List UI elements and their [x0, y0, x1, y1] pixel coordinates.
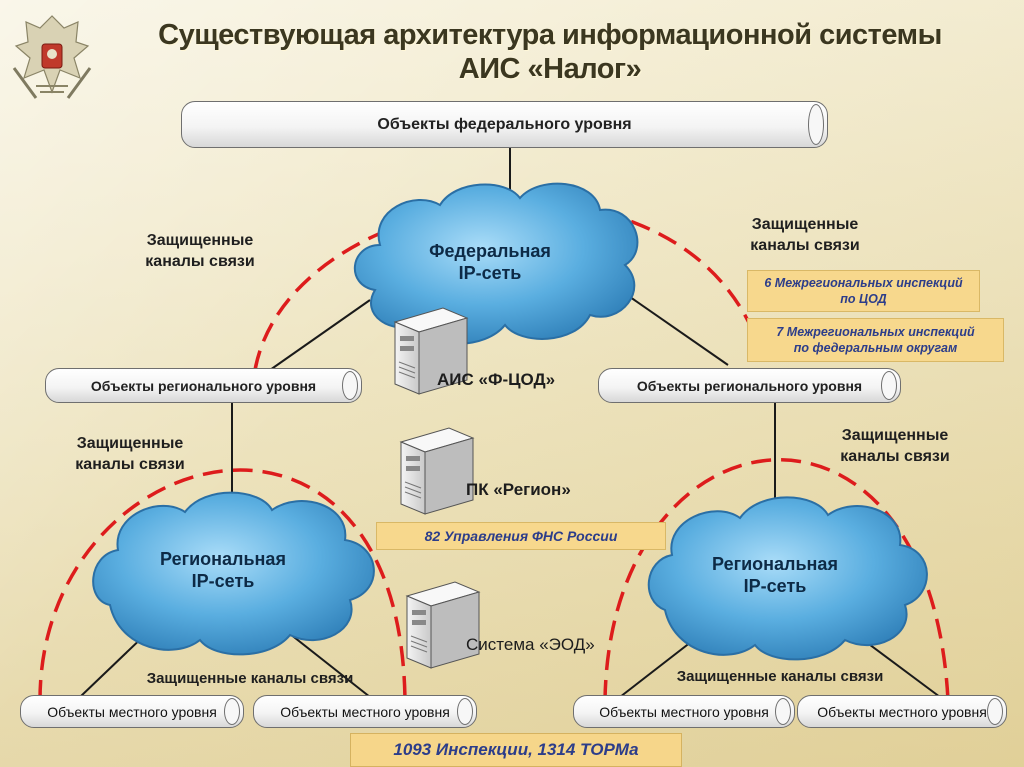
cloud-line: IP-сеть	[743, 576, 807, 596]
secure-channels-label-bottom-right: Защищенные каналы связи	[676, 668, 884, 685]
pipe-cap	[881, 371, 897, 400]
server-label-eod: Система «ЭОД»	[466, 635, 595, 654]
local-objects-bar: Объекты местного уровня	[20, 695, 244, 728]
label-line: каналы связи	[750, 237, 860, 254]
local-objects-label: Объекты местного уровня	[599, 703, 769, 720]
pipe-cap	[987, 698, 1003, 725]
federal-objects-label: Объекты федерального уровня	[377, 115, 632, 133]
secure-channels-label-bottom-left: Защищенные каналы связи	[146, 670, 354, 687]
secure-channels-label-top-left: Защищенные каналы связи	[120, 230, 280, 272]
server-icon-eod	[405, 581, 481, 669]
local-objects-bar: Объекты местного уровня	[797, 695, 1007, 728]
cloud-line: Региональная	[160, 549, 286, 569]
note-interregional-fed: 7 Межрегиональных инспекций по федеральн…	[747, 318, 1004, 362]
local-objects-label: Объекты местного уровня	[817, 703, 987, 720]
note-line: по федеральным округам	[793, 341, 958, 355]
cloud-line: Федеральная	[429, 241, 551, 261]
cloud-line: IP-сеть	[191, 571, 255, 591]
regional-cloud-left	[92, 491, 375, 656]
coat-of-arms-emblem	[12, 15, 92, 99]
regional-cloud-left-label: Региональная IP-сеть	[133, 548, 313, 592]
cloud-line: Региональная	[712, 554, 838, 574]
regional-objects-bar-right: Объекты регионального уровня	[598, 368, 901, 403]
pipe-cap	[775, 698, 791, 725]
local-objects-bar: Объекты местного уровня	[253, 695, 477, 728]
federal-objects-bar: Объекты федерального уровня	[181, 101, 828, 148]
note-line: по ЦОД	[840, 292, 887, 306]
title-line-1: Существующая архитектура информационной …	[158, 19, 942, 51]
pipe-cap	[808, 104, 824, 145]
bottom-note-text: 1093 Инспекции, 1314 ТОРМа	[393, 740, 639, 759]
local-objects-label: Объекты местного уровня	[47, 703, 217, 720]
server-icon-f-cod	[393, 307, 469, 395]
server-label-region: ПК «Регион»	[466, 480, 571, 499]
label-line: каналы связи	[840, 448, 950, 465]
title-line-2: АИС «Налог»	[458, 53, 642, 85]
local-objects-bar: Объекты местного уровня	[573, 695, 795, 728]
bottom-inspections-note: 1093 Инспекции, 1314 ТОРМа	[350, 733, 682, 767]
server-label-f-cod: АИС «Ф-ЦОД»	[437, 370, 556, 389]
server-icon-region	[399, 427, 475, 515]
regional-objects-bar-left: Объекты регионального уровня	[45, 368, 362, 403]
regional-cloud-right-label: Региональная IP-сеть	[685, 553, 865, 597]
federal-cloud-label: Федеральная IP-сеть	[400, 240, 580, 284]
note-fns-departments: 82 Управления ФНС России	[376, 522, 666, 550]
regional-objects-label-right: Объекты регионального уровня	[636, 377, 863, 394]
pipe-cap	[457, 698, 473, 725]
pipe-cap	[224, 698, 240, 725]
note-line: 6 Межрегиональных инспекций	[764, 276, 963, 290]
label-line: Защищенные	[76, 435, 184, 452]
regional-objects-label-left: Объекты регионального уровня	[90, 377, 317, 394]
note-line: 7 Межрегиональных инспекций	[776, 325, 975, 339]
secure-channels-label-mid-left: Защищенные каналы связи	[50, 433, 210, 475]
regional-cloud-right	[647, 496, 928, 661]
pipe-cap	[342, 371, 358, 400]
local-objects-label: Объекты местного уровня	[280, 703, 450, 720]
label-line: Защищенные	[146, 232, 254, 249]
dashed-arc-regional-left	[38, 468, 407, 701]
label-line: каналы связи	[75, 456, 185, 473]
label-line: каналы связи	[145, 253, 255, 270]
secure-channels-label-mid-right: Защищенные каналы связи	[815, 425, 975, 467]
label-line: Защищенные	[841, 427, 949, 444]
label-line: Защищенные	[751, 216, 859, 233]
note-interregional-cod: 6 Межрегиональных инспекций по ЦОД	[747, 270, 980, 312]
cloud-line: IP-сеть	[458, 263, 522, 283]
page-title: Существующая архитектура информационной …	[150, 18, 950, 86]
secure-channels-label-top-right: Защищенные каналы связи	[725, 214, 885, 256]
